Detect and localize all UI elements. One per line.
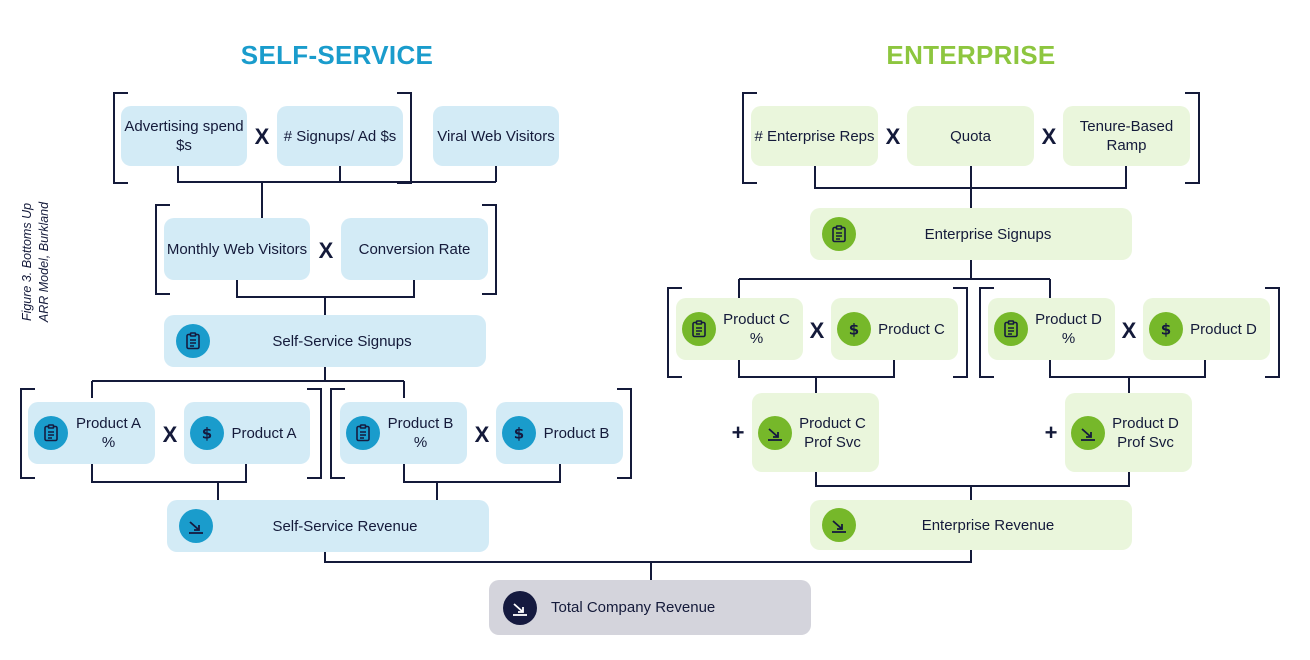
trend-down-arrow-icon: [503, 590, 537, 625]
bracket-product-b-left: [330, 388, 345, 479]
product-d-node: $ Product D: [1143, 298, 1270, 360]
self-service-revenue-label: Self-Service Revenue: [272, 517, 418, 535]
tenure-ramp-label: Tenure-Based Ramp: [1079, 118, 1174, 154]
product-a-label: Product A: [231, 424, 297, 442]
product-c-pct-label: Product C %: [723, 311, 790, 347]
figure-caption: Figure 3. Bottoms Up ARR Model, Burkland: [19, 202, 53, 322]
bracket-product-c-right: [953, 287, 968, 378]
product-b-node: $ Product B: [496, 402, 623, 464]
dollar-icon: $: [1149, 312, 1183, 346]
product-b-label: Product B: [543, 424, 610, 442]
clipboard-icon: [994, 312, 1028, 346]
quota-node: Quota: [907, 106, 1034, 166]
bracket-product-d-right: [1265, 287, 1280, 378]
advertising-spend-label: Advertising spend $s: [124, 118, 244, 154]
svg-text:$: $: [202, 425, 212, 443]
product-c-pct-node: Product C %: [676, 298, 803, 360]
bracket-product-d-left: [979, 287, 994, 378]
multiply-operator: X: [1041, 124, 1057, 149]
product-a-node: $ Product A: [184, 402, 310, 464]
self-service-signups-node: Self-Service Signups: [164, 315, 486, 367]
svg-text:$: $: [514, 425, 524, 443]
enterprise-revenue-label: Enterprise Revenue: [921, 516, 1055, 534]
bracket-product-a-right: [307, 388, 322, 479]
svg-text:$: $: [849, 321, 859, 339]
product-b-pct-node: Product B %: [340, 402, 467, 464]
trend-down-arrow-icon: [1071, 415, 1105, 450]
clipboard-icon: [346, 416, 380, 450]
dollar-icon: $: [190, 416, 224, 450]
signups-per-ad-node: # Signups/ Ad $s: [277, 106, 403, 166]
product-b-pct-label: Product B %: [387, 415, 454, 451]
enterprise-title: ENTERPRISE: [886, 40, 1056, 70]
multiply-operator: X: [474, 422, 490, 447]
caption-line-2: ARR Model, Burkland: [37, 201, 51, 323]
self-service-revenue-node: Self-Service Revenue: [167, 500, 489, 552]
product-d-pct-label: Product D %: [1035, 311, 1102, 347]
bracket-ent-right: [1185, 92, 1200, 184]
viral-web-visitors-label: Viral Web Visitors: [437, 127, 555, 145]
bracket-visitors-right: [482, 204, 497, 295]
bracket-product-b-right: [617, 388, 632, 479]
product-a-pct-node: Product A %: [28, 402, 155, 464]
svg-text:$: $: [1161, 321, 1171, 339]
conversion-rate-label: Conversion Rate: [358, 240, 471, 258]
product-d-prof-svc-label: Product D Prof Svc: [1112, 414, 1179, 451]
self-service-signups-label: Self-Service Signups: [272, 332, 412, 350]
clipboard-icon: [682, 312, 716, 346]
advertising-spend-node: Advertising spend $s: [121, 106, 247, 166]
product-c-node: $ Product C: [831, 298, 958, 360]
enterprise-signups-label: Enterprise Signups: [924, 225, 1052, 243]
bracket-visitors-left: [155, 204, 170, 295]
multiply-operator: X: [809, 318, 825, 343]
multiply-operator: X: [885, 124, 901, 149]
total-company-revenue-node: Total Company Revenue: [489, 580, 811, 635]
quota-label: Quota: [950, 127, 991, 145]
total-company-revenue-label: Total Company Revenue: [551, 599, 716, 616]
dollar-icon: $: [502, 416, 536, 450]
product-c-prof-svc-label: Product C Prof Svc: [799, 414, 866, 451]
caption-line-1: Figure 3. Bottoms Up: [20, 202, 34, 322]
bracket-ent-left: [742, 92, 757, 184]
tenure-ramp-node: Tenure-Based Ramp: [1063, 106, 1190, 166]
monthly-web-visitors-label: Monthly Web Visitors: [166, 240, 308, 258]
viral-web-visitors-node: Viral Web Visitors: [433, 106, 559, 166]
product-c-prof-svc-node: Product C Prof Svc: [752, 393, 879, 472]
product-d-label: Product D: [1190, 320, 1257, 338]
product-a-pct-label: Product A %: [75, 415, 142, 451]
monthly-web-visitors-node: Monthly Web Visitors: [164, 218, 310, 280]
clipboard-icon: [822, 217, 856, 251]
self-service-title: SELF-SERVICE: [240, 40, 434, 70]
bracket-product-c-left: [667, 287, 682, 378]
product-d-pct-node: Product D %: [988, 298, 1115, 360]
enterprise-signups-node: Enterprise Signups: [810, 208, 1132, 260]
enterprise-reps-node: # Enterprise Reps: [751, 106, 878, 166]
multiply-operator: X: [162, 422, 178, 447]
multiply-operator: X: [1121, 318, 1137, 343]
trend-down-arrow-icon: [179, 509, 213, 543]
clipboard-icon: [176, 324, 210, 358]
bracket-ad-left: [113, 92, 128, 184]
product-c-label: Product C: [878, 320, 945, 338]
bracket-product-a-left: [20, 388, 35, 479]
dollar-icon: $: [837, 312, 871, 346]
enterprise-revenue-node: Enterprise Revenue: [810, 500, 1132, 550]
multiply-operator: X: [318, 238, 334, 263]
conversion-rate-node: Conversion Rate: [341, 218, 488, 280]
signups-per-ad-label: # Signups/ Ad $s: [283, 127, 397, 145]
multiply-operator: X: [254, 124, 270, 149]
plus-operator: +: [1044, 420, 1058, 445]
clipboard-icon: [34, 416, 68, 450]
trend-down-arrow-icon: [822, 508, 856, 542]
plus-operator: +: [731, 420, 745, 445]
enterprise-reps-label: # Enterprise Reps: [754, 127, 875, 145]
trend-down-arrow-icon: [758, 415, 792, 450]
product-d-prof-svc-node: Product D Prof Svc: [1065, 393, 1192, 472]
